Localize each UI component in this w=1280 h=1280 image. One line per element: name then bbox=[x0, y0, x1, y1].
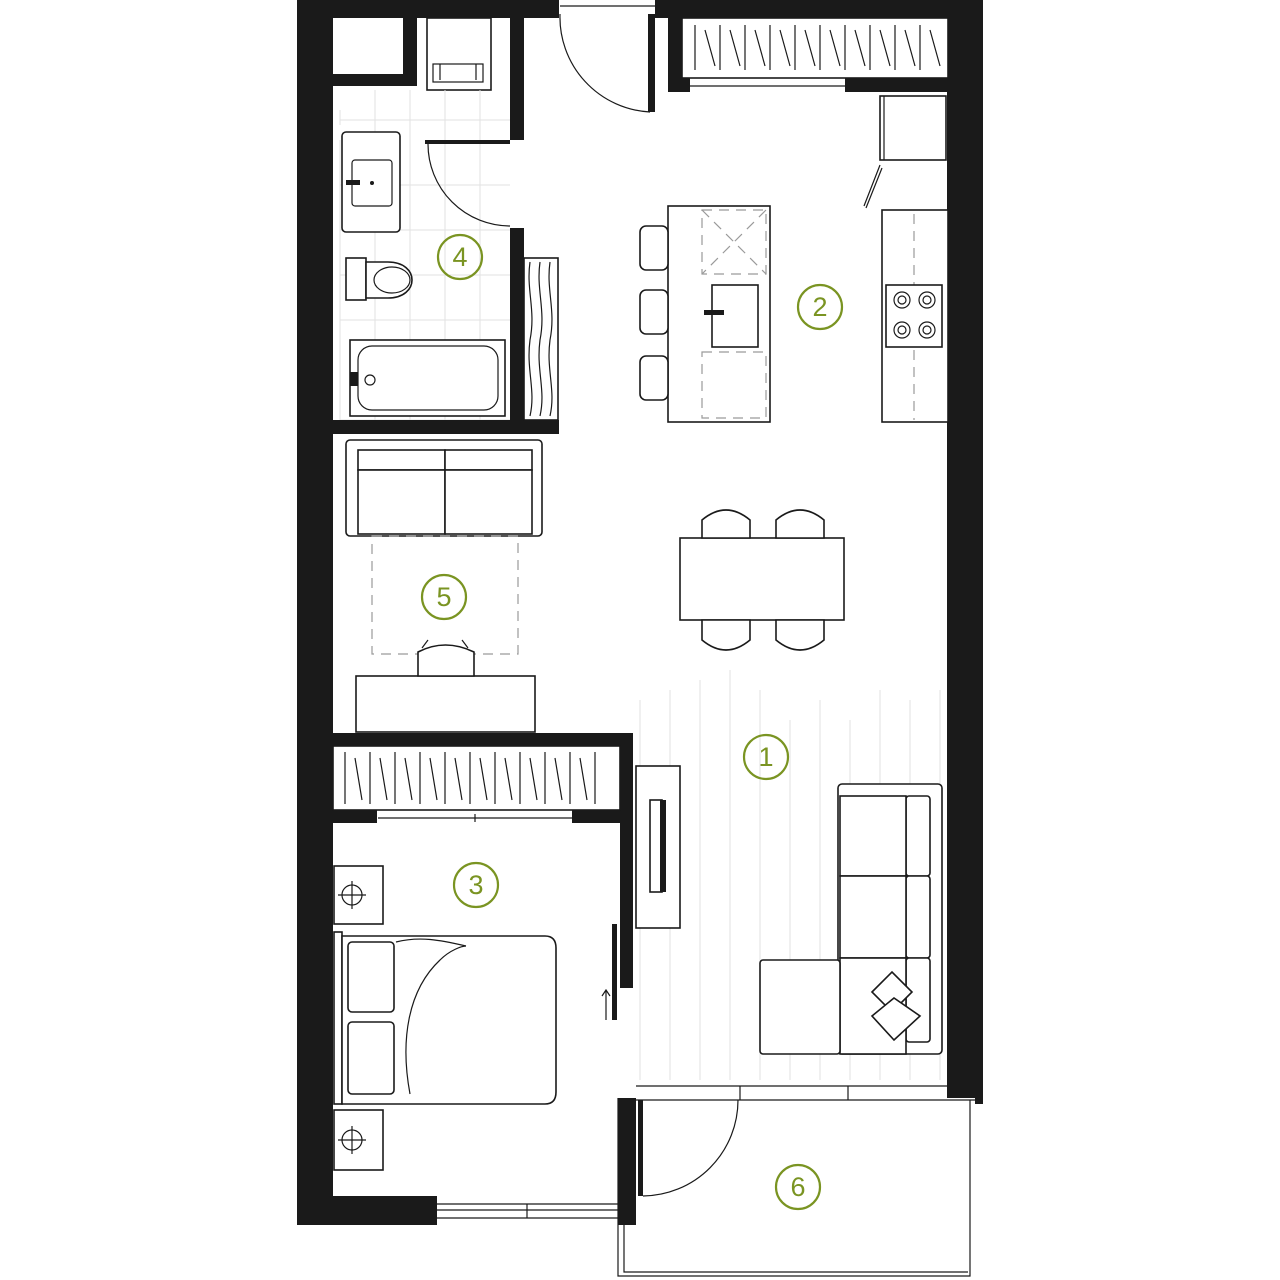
wardrobe-icon bbox=[681, 17, 949, 87]
rug-icon bbox=[371, 535, 519, 655]
washer-dryer-icon bbox=[426, 17, 492, 91]
kitchen-island-icon bbox=[667, 205, 771, 423]
room-marker-6: 6 bbox=[774, 1163, 822, 1211]
loveseat-icon bbox=[345, 439, 543, 537]
dining-table-icon bbox=[679, 509, 845, 651]
bar-stool-icon bbox=[639, 225, 669, 401]
room-marker-2: 2 bbox=[796, 283, 844, 331]
room-marker-4: 4 bbox=[436, 233, 484, 281]
room-marker-6-label: 6 bbox=[790, 1172, 805, 1202]
room-marker-1: 1 bbox=[742, 733, 790, 781]
bedroom-window bbox=[437, 1203, 618, 1219]
desk-icon bbox=[355, 639, 536, 733]
fridge-icon bbox=[879, 95, 947, 161]
bedroom-wardrobe-icon bbox=[332, 745, 621, 822]
room-marker-3-label: 3 bbox=[468, 870, 483, 900]
bed-icon bbox=[333, 931, 557, 1105]
room-marker-3: 3 bbox=[452, 861, 500, 909]
bedroom-door[interactable] bbox=[601, 924, 617, 1020]
room-marker-3-circle bbox=[452, 861, 500, 909]
bathroom-door[interactable] bbox=[425, 140, 511, 227]
range-icon bbox=[885, 284, 943, 348]
balcony bbox=[617, 1085, 983, 1277]
room-marker-2-label: 2 bbox=[812, 292, 827, 322]
bathtub-icon bbox=[349, 339, 506, 417]
sink-icon bbox=[341, 131, 401, 233]
sofa-icon bbox=[759, 783, 943, 1055]
room-marker-5-label: 5 bbox=[436, 582, 451, 612]
balcony-door[interactable] bbox=[638, 1099, 739, 1197]
room-marker-4-label: 4 bbox=[452, 242, 467, 272]
fridge-door bbox=[863, 164, 883, 209]
toilet-icon bbox=[345, 257, 413, 301]
room-marker-6-circle bbox=[774, 1163, 822, 1211]
room-marker-4-circle bbox=[436, 233, 484, 281]
nightstand-icon bbox=[333, 865, 384, 1171]
room-marker-1-circle bbox=[742, 733, 790, 781]
room-marker-5: 5 bbox=[420, 573, 468, 621]
room-marker-1-label: 1 bbox=[758, 742, 773, 772]
room-marker-5-circle bbox=[420, 573, 468, 621]
linen-closet-icon bbox=[523, 257, 559, 421]
room-marker-2-circle bbox=[796, 283, 844, 331]
bathroom bbox=[339, 90, 510, 420]
entry-door[interactable] bbox=[559, 5, 655, 113]
walls bbox=[297, 0, 983, 1225]
tv-console-icon bbox=[635, 765, 681, 929]
